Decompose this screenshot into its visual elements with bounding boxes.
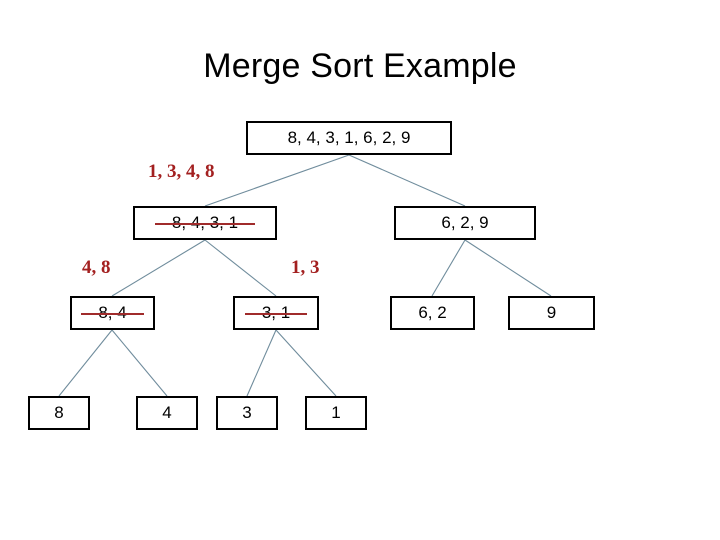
edge-l3b-to-l4c xyxy=(246,329,277,397)
annotation-merged-right: 1, 3 xyxy=(291,257,320,278)
page-title: Merge Sort Example xyxy=(203,47,517,85)
tree-node-label: 8, 4, 3, 1, 6, 2, 9 xyxy=(287,128,411,147)
tree-node-l4a[interactable]: 8 xyxy=(28,396,90,430)
tree-node-l3d[interactable]: 9 xyxy=(508,296,595,330)
tree-node-l3b[interactable]: 3, 1 xyxy=(233,296,319,330)
tree-node-l2a[interactable]: 8, 4, 3, 1 xyxy=(133,206,277,240)
edge-l3b-to-l4d xyxy=(275,329,337,397)
tree-node-label: 4 xyxy=(162,403,172,422)
tree-node-label: 9 xyxy=(546,303,557,322)
edge-l3a-to-l4a xyxy=(58,329,113,397)
tree-node-label: 3, 1 xyxy=(244,303,308,322)
edge-root-to-l2b xyxy=(348,154,466,207)
tree-node-label: 8, 4, 3, 1 xyxy=(154,213,256,232)
tree-node-label: 8, 4 xyxy=(81,303,145,322)
tree-node-l4c[interactable]: 3 xyxy=(216,396,278,430)
tree-node-root[interactable]: 8, 4, 3, 1, 6, 2, 9 xyxy=(246,121,452,155)
tree-node-label: 1 xyxy=(331,403,341,422)
tree-node-label: 8 xyxy=(54,403,64,422)
edge-l2a-to-l3a xyxy=(111,239,206,297)
edge-l2b-to-l3c xyxy=(431,239,466,297)
tree-node-l3c[interactable]: 6, 2 xyxy=(390,296,475,330)
tree-node-label: 3 xyxy=(242,403,252,422)
tree-node-l3a[interactable]: 8, 4 xyxy=(70,296,155,330)
edge-l3a-to-l4b xyxy=(111,329,168,397)
tree-node-l2b[interactable]: 6, 2, 9 xyxy=(394,206,536,240)
tree-node-l4d[interactable]: 1 xyxy=(305,396,367,430)
tree-node-l4b[interactable]: 4 xyxy=(136,396,198,430)
edge-root-to-l2a xyxy=(204,154,350,207)
tree-node-label: 6, 2, 9 xyxy=(441,213,489,232)
edge-l2a-to-l3b xyxy=(204,239,277,297)
annotation-merged-root: 1, 3, 4, 8 xyxy=(148,161,215,182)
annotation-merged-left: 4, 8 xyxy=(82,257,111,278)
tree-node-label: 6, 2 xyxy=(418,303,447,322)
edge-l2b-to-l3d xyxy=(464,239,552,297)
